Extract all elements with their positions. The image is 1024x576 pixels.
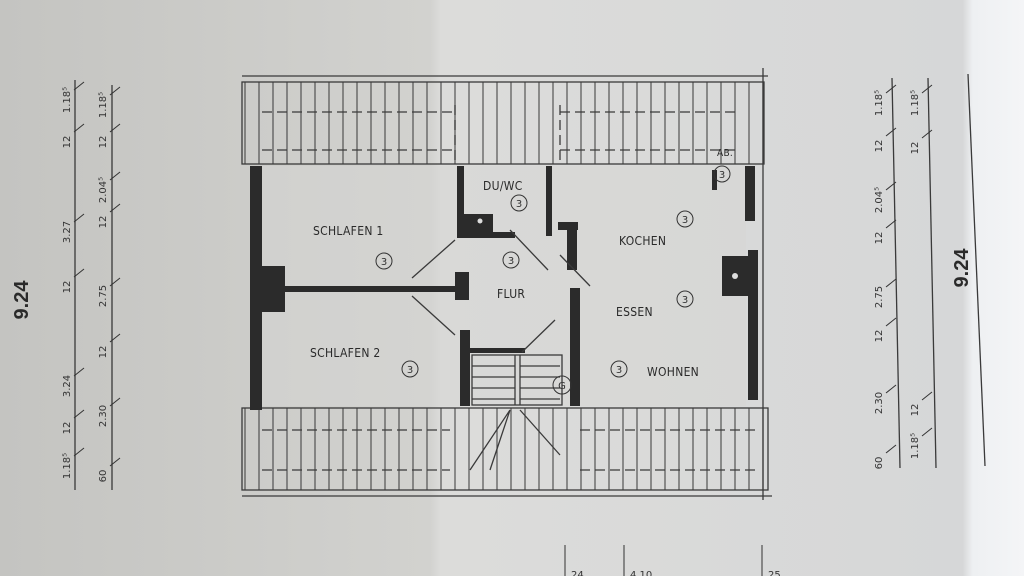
dimension-label: 60 — [98, 470, 109, 483]
marker-circle — [502, 251, 520, 269]
marker-circle — [375, 252, 393, 270]
marker-label: 3 — [616, 365, 622, 376]
dimension-label: 1.18⁵ — [62, 87, 73, 113]
staircase — [471, 354, 563, 406]
marker-circle — [510, 194, 528, 212]
marker-label: 3 — [407, 365, 413, 376]
dimension-label: 12 — [874, 330, 885, 343]
door-swings — [411, 229, 591, 353]
room-marker: 3 — [610, 360, 628, 378]
marker-circle — [610, 360, 628, 378]
room-label-kochen: KOCHEN — [619, 234, 666, 248]
dimension-label-bottom: 24 — [571, 570, 584, 576]
g-marker-label: G — [558, 381, 566, 392]
dimension-label: 12 — [98, 216, 109, 229]
dimension-label-bottom: 4.10 — [630, 570, 652, 576]
dimension-label: 2.75 — [98, 285, 109, 307]
dimension-label: 12 — [62, 136, 73, 149]
marker-label: 3 — [381, 257, 387, 268]
marker-circle — [713, 165, 731, 183]
marker-label: 3 — [508, 256, 514, 267]
dimension-label: 12 — [910, 404, 921, 417]
dim-right-total: 9.24 — [951, 248, 973, 288]
dimension-label: 2.75 — [874, 286, 885, 308]
dimension-label: 12 — [874, 140, 885, 153]
dimension-label: 12 — [98, 136, 109, 149]
room-marker: 3 — [401, 360, 419, 378]
room-marker: 3 — [676, 290, 694, 308]
dimension-label: 1.18⁵ — [910, 433, 921, 459]
dimension-label: 1.18⁵ — [910, 90, 921, 116]
dimension-label: 1.18⁵ — [874, 90, 885, 116]
roof-bottom — [241, 407, 772, 497]
walls — [250, 166, 758, 410]
dimension-label: 3.27 — [62, 221, 73, 243]
dimension-label: 12 — [910, 142, 921, 155]
roof-top — [241, 75, 768, 165]
dimension-label: 12 — [874, 232, 885, 245]
marker-label: 3 — [682, 295, 688, 306]
room-marker: 3 — [375, 252, 393, 270]
dimension-label: 1.18⁵ — [98, 92, 109, 118]
marker-circle — [401, 360, 419, 378]
dimension-label: 3.24 — [62, 375, 73, 397]
dimension-label: 12 — [98, 346, 109, 359]
marker-circle — [676, 290, 694, 308]
room-label-essen: ESSEN — [616, 305, 653, 319]
marker-label: 3 — [719, 170, 725, 181]
room-marker: 3 — [713, 165, 731, 183]
dimension-label: 60 — [874, 457, 885, 470]
room-label-schlafen-1: SCHLAFEN 1 — [313, 224, 384, 238]
room-marker: 3 — [676, 210, 694, 228]
room-marker: 3 — [502, 251, 520, 269]
room-label-ab: AB. — [717, 148, 733, 159]
room-label-du-wc: DU/WC — [483, 179, 523, 193]
marker-circle — [676, 210, 694, 228]
dimension-label: 1.18⁵ — [62, 453, 73, 479]
marker-label: 3 — [516, 199, 522, 210]
dimension-label: 12 — [62, 281, 73, 294]
dimension-label: 2.04⁵ — [98, 177, 109, 203]
room-marker: 3 — [510, 194, 528, 212]
room-label-wohnen: WOHNEN — [647, 365, 699, 379]
g-marker: G — [552, 375, 572, 395]
dim-left-total: 9.24 — [11, 280, 33, 320]
dimension-label: 2.30 — [98, 405, 109, 427]
dimension-label-bottom: 25 — [768, 570, 781, 576]
dimension-label: 2.30 — [874, 392, 885, 414]
marker-label: 3 — [682, 215, 688, 226]
dimension-label: 2.04⁵ — [874, 187, 885, 213]
dimension-label: 12 — [62, 422, 73, 435]
room-label-flur: FLUR — [497, 287, 525, 301]
room-label-schlafen-2: SCHLAFEN 2 — [310, 346, 381, 360]
